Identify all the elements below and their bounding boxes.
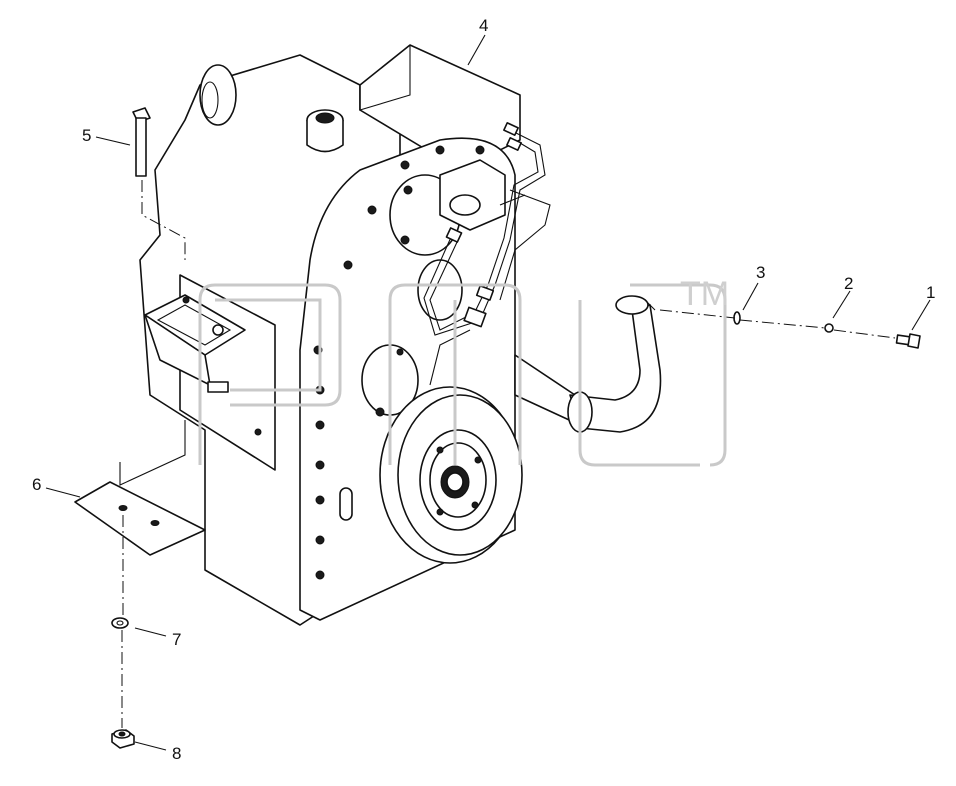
callout-6: 6 bbox=[32, 475, 41, 494]
leader-lines bbox=[45, 34, 931, 751]
callout-2: 2 bbox=[844, 274, 853, 293]
callouts: 1 2 3 4 5 6 7 8 bbox=[32, 16, 935, 763]
bolt-1 bbox=[895, 333, 921, 349]
callout-5: 5 bbox=[82, 126, 91, 145]
exploded-hardware bbox=[111, 107, 921, 749]
o-ring-2 bbox=[824, 323, 834, 333]
mounting-bracket bbox=[144, 274, 276, 471]
callout-8: 8 bbox=[172, 744, 181, 763]
watermark: TM bbox=[198, 275, 729, 467]
callout-1: 1 bbox=[926, 283, 935, 302]
nut-8 bbox=[111, 729, 135, 749]
callout-3: 3 bbox=[756, 263, 765, 282]
bolt-5 bbox=[132, 107, 151, 177]
drive-pulley bbox=[379, 386, 523, 564]
watermark-tm: TM bbox=[680, 275, 729, 313]
callout-4: 4 bbox=[479, 16, 488, 35]
filler-tube bbox=[514, 295, 662, 433]
callout-7: 7 bbox=[172, 630, 181, 649]
washer-7 bbox=[111, 617, 129, 629]
base-plate bbox=[74, 420, 206, 556]
